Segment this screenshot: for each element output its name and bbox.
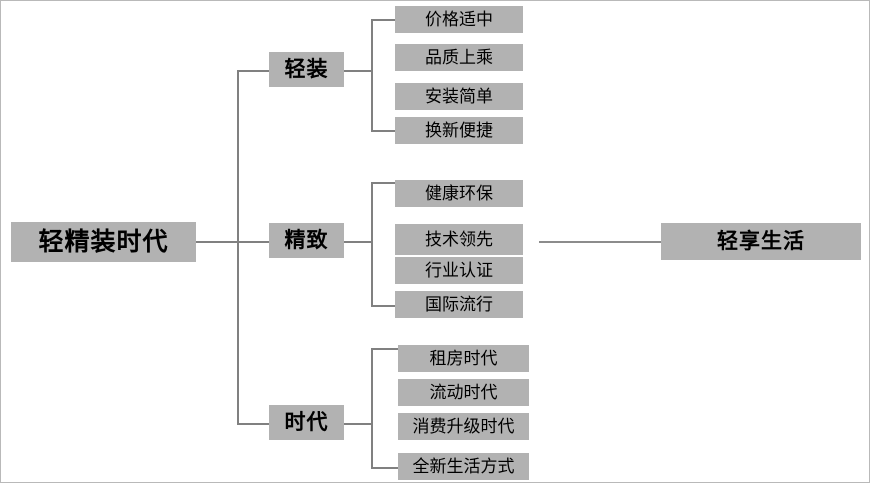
- connector-subspine-2: [371, 182, 373, 307]
- leaf-node-2-2-label: 技术领先: [425, 230, 493, 249]
- outcome-node-label: 轻享生活: [717, 230, 805, 253]
- connector-subspine-1-to-leaf-1: [371, 19, 395, 21]
- leaf-node-1-4-label: 换新便捷: [425, 121, 493, 140]
- leaf-node-1-1-box[interactable]: 价格适中: [395, 6, 523, 33]
- connector-subspine-3-to-leaf-4: [371, 467, 398, 469]
- leaf-node-1-2-box[interactable]: 品质上乘: [395, 44, 523, 71]
- connector-branch-1-to-subspine: [344, 70, 372, 72]
- connector-spine-to-branch-3: [237, 423, 269, 425]
- leaf-node-3-3-box[interactable]: 消费升级时代: [398, 413, 529, 440]
- branch-node-1-box[interactable]: 轻装: [269, 52, 344, 87]
- leaf-node-2-3-box[interactable]: 行业认证: [395, 257, 523, 284]
- leaf-node-1-1-label: 价格适中: [425, 10, 493, 29]
- connector-main-spine: [237, 70, 239, 424]
- root-node-label: 轻精装时代: [38, 227, 169, 256]
- connector-subspine-2-to-leaf-1: [371, 182, 395, 184]
- connector-spine-to-branch-2: [237, 241, 269, 243]
- leaf-node-2-3-label: 行业认证: [425, 261, 493, 280]
- leaf-node-3-4-box[interactable]: 全新生活方式: [398, 453, 529, 480]
- leaf-node-1-3-box[interactable]: 安装简单: [395, 83, 523, 110]
- leaf-node-1-3-label: 安装简单: [425, 87, 493, 106]
- root-node-box[interactable]: 轻精装时代: [11, 222, 196, 262]
- connector-branch-3-to-subspine: [344, 423, 372, 425]
- branch-node-2-box[interactable]: 精致: [269, 223, 344, 258]
- leaf-node-2-4-box[interactable]: 国际流行: [395, 291, 523, 318]
- leaf-node-3-1-box[interactable]: 租房时代: [398, 345, 529, 372]
- leaf-node-3-2-label: 流动时代: [429, 383, 498, 402]
- connector-subspine-2-to-leaf-4: [371, 305, 395, 307]
- branch-node-3-label: 时代: [284, 411, 329, 434]
- branch-node-1-label: 轻装: [284, 58, 329, 81]
- connector-root-to-spine: [196, 241, 238, 243]
- connector-subspine-3-to-leaf-1: [371, 348, 398, 350]
- leaf-node-1-4-box[interactable]: 换新便捷: [395, 117, 523, 144]
- branch-node-3-box[interactable]: 时代: [269, 405, 344, 440]
- leaf-node-3-3-label: 消费升级时代: [412, 417, 515, 436]
- leaf-node-2-1-box[interactable]: 健康环保: [395, 180, 523, 207]
- leaf-node-3-2-box[interactable]: 流动时代: [398, 379, 529, 406]
- leaf-node-1-2-label: 品质上乘: [425, 48, 493, 67]
- connector-subspine-1-to-leaf-4: [371, 130, 395, 132]
- leaf-node-2-4-label: 国际流行: [425, 295, 493, 314]
- connector-subspine-3: [371, 348, 373, 469]
- outcome-node-box[interactable]: 轻享生活: [661, 223, 861, 260]
- connector-to-outcome: [539, 241, 661, 243]
- leaf-node-2-2-box[interactable]: 技术领先: [395, 224, 523, 255]
- connector-branch-2-to-subspine: [344, 241, 372, 243]
- branch-node-2-label: 精致: [284, 229, 329, 252]
- leaf-node-2-1-label: 健康环保: [425, 184, 493, 203]
- leaf-node-3-4-label: 全新生活方式: [412, 457, 515, 476]
- connector-subspine-1: [371, 19, 373, 132]
- leaf-node-3-1-label: 租房时代: [429, 349, 498, 368]
- connector-spine-to-branch-1: [237, 70, 269, 72]
